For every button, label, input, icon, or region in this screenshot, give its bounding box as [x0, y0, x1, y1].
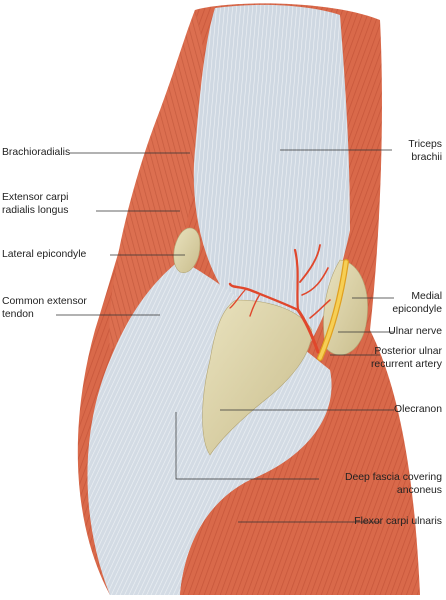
- triceps-fascia: [193, 4, 350, 360]
- label-common-extensor-tendon: Common extensor tendon: [2, 296, 87, 321]
- medial-epicondyle-bone: [323, 259, 368, 356]
- label-line-1: Triceps: [408, 139, 442, 150]
- label-triceps-brachii: Triceps brachii: [408, 139, 442, 164]
- posterior-ulnar-recurrent-artery: [228, 244, 331, 354]
- label-line-2: tendon: [2, 308, 34, 320]
- lateral-epicondyle-bone: [173, 227, 201, 273]
- label-line-1: Deep fascia covering: [344, 472, 442, 483]
- flexor-carpi-ulnaris-muscle: [180, 340, 420, 595]
- label-line-2: recurrent artery: [370, 358, 442, 370]
- label-brachioradialis: Brachioradialis: [2, 147, 71, 158]
- label-posterior-ulnar-recurrent-artery: Posterior ulnar recurrent artery: [371, 346, 442, 371]
- label-line-2: anconeus: [396, 484, 442, 496]
- label-olecranon: Olecranon: [394, 404, 442, 415]
- label-line-1: Common extensor: [2, 296, 87, 307]
- label-line-2: radialis longus: [2, 204, 69, 216]
- label-line-2: brachii: [411, 151, 442, 163]
- label-line-1: Extensor carpi: [2, 192, 69, 203]
- label-line-1: Posterior ulnar: [374, 346, 442, 357]
- label-medial-epicondyle: Medial epicondyle: [392, 291, 442, 316]
- label-lateral-epicondyle: Lateral epicondyle: [2, 249, 87, 260]
- label-ulnar-nerve: Ulnar nerve: [388, 326, 442, 337]
- brachioradialis-muscle: [109, 10, 205, 350]
- label-line-2: epicondyle: [392, 303, 442, 315]
- label-extensor-carpi-radialis-longus: Extensor carpi radialis longus: [2, 192, 68, 217]
- label-deep-fascia-covering-anconeus: Deep fascia covering anconeus: [345, 472, 442, 497]
- leader-lines: [56, 149, 394, 523]
- label-flexor-carpi-ulnaris: Flexor carpi ulnaris: [354, 516, 442, 527]
- label-line-1: Medial: [411, 291, 442, 302]
